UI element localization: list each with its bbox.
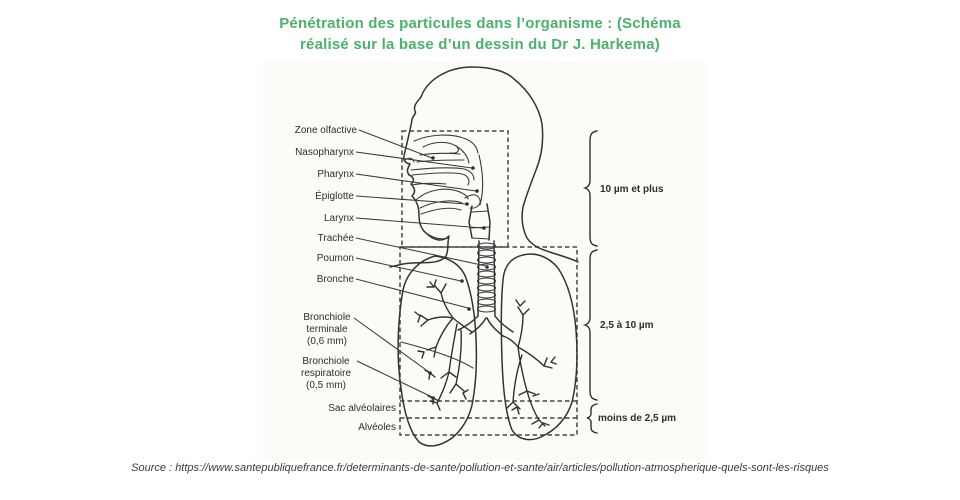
hard-palate	[410, 167, 475, 181]
head-dashed-region	[401, 130, 509, 248]
larynx-band-upper	[471, 210, 489, 213]
label-pharynx: Pharynx	[317, 169, 354, 180]
larynx-back	[486, 203, 491, 241]
head-outline	[420, 66, 579, 263]
tongue	[415, 188, 469, 201]
svg-text:(0,6 mm): (0,6 mm)	[307, 336, 347, 347]
scanned-figure: Zone olfactive Nasopharynx Pharynx Épigl…	[263, 62, 707, 460]
larynx-front	[468, 205, 473, 239]
right-lung	[500, 253, 578, 441]
left-labels: Zone olfactive Nasopharynx Pharynx Épigl…	[295, 125, 396, 433]
main-bronchi	[457, 315, 514, 337]
label-bronchiole-terminale: Bronchiole terminale (0,6 mm)	[303, 312, 351, 347]
label-sac-alveolaires: Sac alvéolaires	[328, 403, 396, 414]
svg-text:(0,5 mm): (0,5 mm)	[306, 380, 346, 391]
figure-title: Pénétration des particules dans l’organi…	[0, 13, 960, 55]
mouth-floor	[419, 200, 463, 209]
figure-title-line1: Pénétration des particules dans l’organi…	[279, 15, 681, 32]
jaw-line	[425, 232, 449, 240]
label-alveoles: Alvéoles	[358, 422, 396, 433]
label-zone-olfactive: Zone olfactive	[295, 125, 358, 136]
leader-lines	[353, 129, 489, 400]
particle-size-brackets: 10 µm et plus 2,5 à 10 µm moins de 2,5 µ…	[582, 130, 676, 434]
left-lung-fissure	[400, 341, 474, 369]
superior-turbinate	[422, 141, 459, 154]
svg-text:respiratoire: respiratoire	[301, 368, 351, 379]
right-bronchial-tree	[502, 299, 557, 429]
label-size-medium: 2,5 à 10 µm	[600, 320, 654, 331]
anatomy-diagram: Zone olfactive Nasopharynx Pharynx Épigl…	[295, 66, 676, 447]
trachea-rings	[476, 242, 497, 313]
label-size-small: moins de 2,5 µm	[598, 413, 676, 424]
svg-text:Bronchiole: Bronchiole	[303, 312, 351, 323]
nasal-cavity-roof	[413, 134, 479, 154]
svg-text:terminale: terminale	[306, 324, 348, 335]
pharynx-back-wall	[478, 154, 484, 206]
larynx-base	[471, 237, 490, 240]
face-profile	[389, 96, 450, 268]
source-citation: Source : https://www.santepubliquefrance…	[131, 462, 829, 474]
nasopharynx-wall	[455, 145, 470, 164]
lungs-dashed-region	[399, 246, 578, 436]
label-nasopharynx: Nasopharynx	[295, 147, 354, 158]
label-bronchiole-respiratoire: Bronchiole respiratoire (0,5 mm)	[301, 356, 351, 391]
epiglottis	[464, 194, 481, 209]
label-trachee: Trachée	[318, 233, 355, 244]
label-epiglotte: Épiglotte	[315, 189, 354, 202]
label-bronche: Bronche	[317, 274, 355, 285]
figure-title-line2: réalisé sur la base d’un dessin du Dr J.…	[300, 36, 660, 53]
left-bronchial-tree	[414, 279, 473, 411]
brace-large-particles	[582, 130, 598, 247]
mouth-line	[410, 182, 447, 186]
label-poumon: Poumon	[317, 253, 354, 264]
left-lung	[397, 255, 478, 447]
brace-small-particles	[586, 403, 598, 434]
svg-text:Bronchiole: Bronchiole	[302, 356, 350, 367]
jaw-inner	[420, 207, 462, 215]
inferior-turbinate	[416, 159, 465, 163]
middle-turbinate	[419, 152, 461, 156]
label-size-large: 10 µm et plus	[600, 184, 664, 195]
soft-palate	[411, 172, 470, 186]
brace-medium-particles	[582, 249, 598, 401]
label-larynx: Larynx	[324, 213, 354, 224]
